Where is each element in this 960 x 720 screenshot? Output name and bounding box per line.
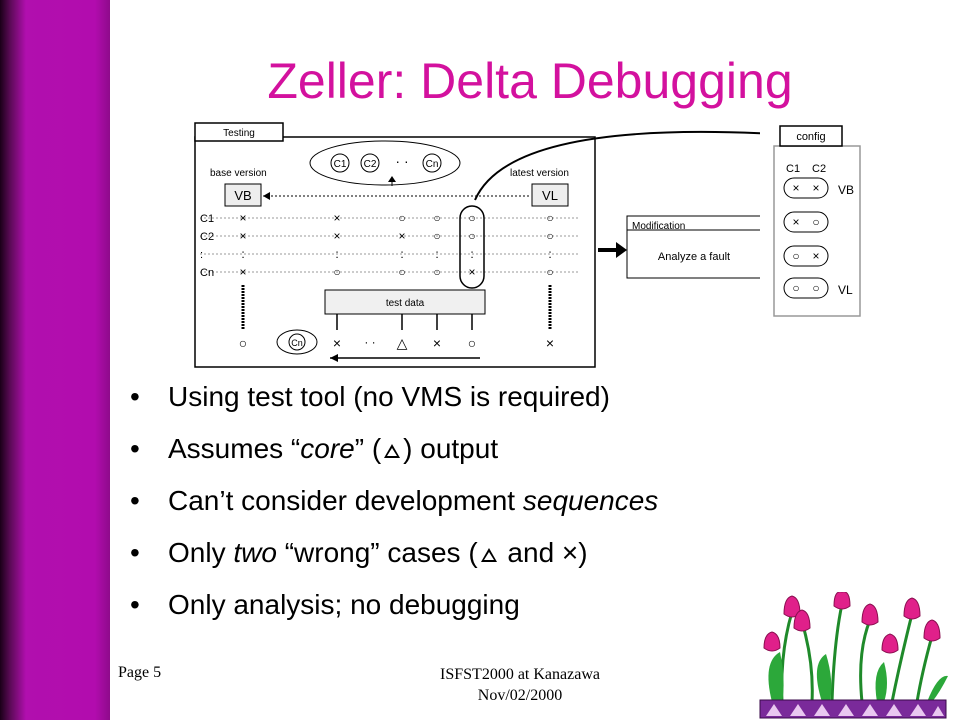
svg-text:C1: C1	[786, 163, 800, 175]
svg-text:×: ×	[333, 211, 340, 225]
svg-text:· ·: · ·	[364, 335, 375, 349]
bullet-text: Only analysis; no debugging	[168, 589, 520, 620]
svg-text::: :	[335, 247, 338, 261]
svg-text:○: ○	[812, 215, 819, 229]
svg-text::: :	[435, 247, 438, 261]
svg-text:○: ○	[433, 229, 440, 243]
svg-text:×: ×	[812, 181, 819, 195]
bullet-dot: •	[130, 485, 140, 516]
svg-text:VB: VB	[838, 183, 854, 197]
svg-text:○: ○	[468, 211, 475, 225]
bullet-text: sequences	[522, 485, 659, 516]
page-number: Page 5	[118, 664, 162, 681]
svg-text:○: ○	[333, 265, 340, 279]
delta-debugging-diagram: Testing C1 C2 · · Cn base version latest…	[194, 122, 760, 368]
svg-text:×: ×	[239, 211, 246, 225]
svg-text:○: ○	[792, 281, 799, 295]
bullet-text: ” (	[354, 433, 382, 464]
svg-text:×: ×	[333, 335, 341, 351]
tulip-pot-icon	[759, 592, 948, 719]
svg-text:○: ○	[546, 211, 553, 225]
bullet-text: core	[300, 433, 355, 464]
bullet-text: Can’t consider development	[168, 485, 523, 516]
svg-text:×: ×	[333, 229, 340, 243]
bullet-item: • Only two “wrong” cases ( and ×)	[130, 530, 658, 582]
latest-version-label: latest version	[510, 168, 569, 179]
bullet-text: Using test tool (no VMS is required)	[168, 381, 610, 412]
bullet-item: • Can’t consider development sequences	[130, 478, 658, 530]
svg-text:×: ×	[468, 265, 475, 279]
config-label: config	[796, 131, 825, 143]
bullet-dot: •	[130, 381, 140, 412]
svg-text:×: ×	[398, 229, 405, 243]
svg-text:C1: C1	[200, 213, 214, 225]
svg-text:VL: VL	[838, 283, 853, 297]
svg-text:×: ×	[239, 229, 246, 243]
test-data-label: test data	[386, 298, 425, 309]
svg-text:○: ○	[239, 335, 247, 351]
svg-text:○: ○	[398, 211, 405, 225]
bullet-text: two	[233, 537, 277, 568]
event-line-1: ISFST2000 at Kanazawa	[440, 666, 600, 683]
svg-text:○: ○	[398, 265, 405, 279]
svg-text:×: ×	[239, 265, 246, 279]
svg-text:Cn: Cn	[291, 338, 303, 348]
modification-label: Modification	[632, 221, 685, 232]
svg-text::: :	[470, 247, 473, 261]
base-version-label: base version	[210, 168, 267, 179]
svg-text:×: ×	[812, 249, 819, 263]
bullet-text: and ×)	[499, 537, 588, 568]
svg-text:Cn: Cn	[200, 267, 214, 279]
bullet-dot: •	[130, 433, 140, 464]
svg-text:C2: C2	[812, 163, 826, 175]
svg-text:×: ×	[792, 181, 799, 195]
svg-text::: :	[548, 247, 551, 261]
triangle-icon	[384, 444, 401, 458]
svg-text:○: ○	[546, 229, 553, 243]
bullet-item: • Only analysis; no debugging	[130, 582, 658, 634]
svg-text::: :	[241, 247, 244, 261]
event-date: Nov/02/2000	[477, 687, 563, 704]
svg-text::: :	[400, 247, 403, 261]
bullet-item: • Using test tool (no VMS is required)	[130, 374, 658, 426]
config-panel: config C1 C2 × × × ○ ○ × ○ ○ VB VL	[773, 125, 861, 317]
svg-text:C2: C2	[200, 231, 214, 243]
svg-text:○: ○	[468, 335, 476, 351]
svg-text:×: ×	[546, 335, 554, 351]
svg-text:○: ○	[812, 281, 819, 295]
vl-box-label: VL	[542, 188, 558, 203]
triangle-icon	[480, 548, 497, 562]
svg-text:○: ○	[433, 211, 440, 225]
c1-label: C1	[334, 159, 347, 170]
svg-text:○: ○	[792, 249, 799, 263]
svg-text::: :	[200, 249, 203, 261]
vb-box-label: VB	[234, 188, 251, 203]
slide-title: Zeller: Delta Debugging	[267, 53, 793, 109]
bullet-text: Assumes “	[168, 433, 301, 464]
c2-label: C2	[364, 159, 377, 170]
analyze-label: Analyze a fault	[658, 251, 730, 263]
cn-label: Cn	[426, 159, 439, 170]
svg-text:○: ○	[468, 229, 475, 243]
sidebar-decoration	[0, 0, 110, 720]
bullet-list: • Using test tool (no VMS is required) • As…	[130, 374, 658, 634]
svg-text:○: ○	[433, 265, 440, 279]
event-info: ISFST2000 at Kanazawa Nov/02/2000	[400, 664, 640, 706]
ellipsis: · ·	[395, 153, 408, 169]
bullet-text: “wrong” cases (	[276, 537, 478, 568]
bullet-dot: •	[130, 589, 140, 620]
bullet-text: ) output	[403, 433, 499, 464]
bullet-item: • Assumes “core” ( ) output	[130, 426, 658, 478]
svg-text:△: △	[397, 335, 408, 351]
svg-text:○: ○	[546, 265, 553, 279]
bullet-dot: •	[130, 537, 140, 568]
svg-text:×: ×	[792, 215, 799, 229]
bullet-text: Only	[168, 537, 234, 568]
testing-label: Testing	[223, 128, 255, 139]
svg-text:×: ×	[433, 335, 441, 351]
